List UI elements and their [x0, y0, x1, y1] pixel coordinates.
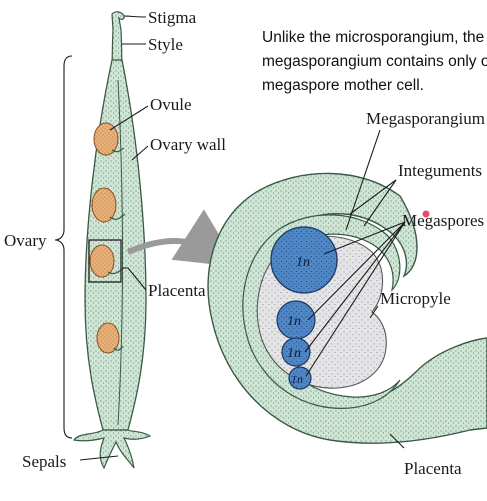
spore-label-3: 1n — [287, 346, 301, 361]
label-ovary-wall: Ovary wall — [150, 135, 226, 154]
spore-label-1: 1n — [296, 255, 310, 270]
label-ovule: Ovule — [150, 95, 192, 114]
label-megasporangium: Megasporangium — [366, 109, 485, 128]
label-megaspores: Megaspores — [402, 211, 484, 230]
label-integuments: Integuments — [398, 161, 482, 180]
label-micropyle: Micropyle — [380, 289, 451, 308]
spore-label-4: 1n — [291, 372, 303, 386]
annotation-note: Unlike the microsporangium, the megaspor… — [262, 29, 487, 94]
note-line-2: megasporangium contains only one — [262, 53, 487, 70]
spore-label-2: 1n — [287, 314, 301, 329]
pointer-dot — [423, 211, 430, 218]
pistil — [74, 12, 150, 468]
sepals-shape — [74, 430, 150, 468]
ovary-brace — [55, 56, 72, 438]
label-placenta-right: Placenta — [404, 459, 462, 478]
label-placenta-left: Placenta — [148, 281, 206, 300]
label-ovary: Ovary — [4, 231, 47, 250]
label-style: Style — [148, 35, 183, 54]
note-line-1: Unlike the microsporangium, the — [262, 29, 484, 46]
label-sepals: Sepals — [22, 452, 66, 471]
label-stigma: Stigma — [148, 8, 197, 27]
ovary-body — [85, 60, 146, 430]
note-line-3: megaspore mother cell. — [262, 77, 424, 94]
